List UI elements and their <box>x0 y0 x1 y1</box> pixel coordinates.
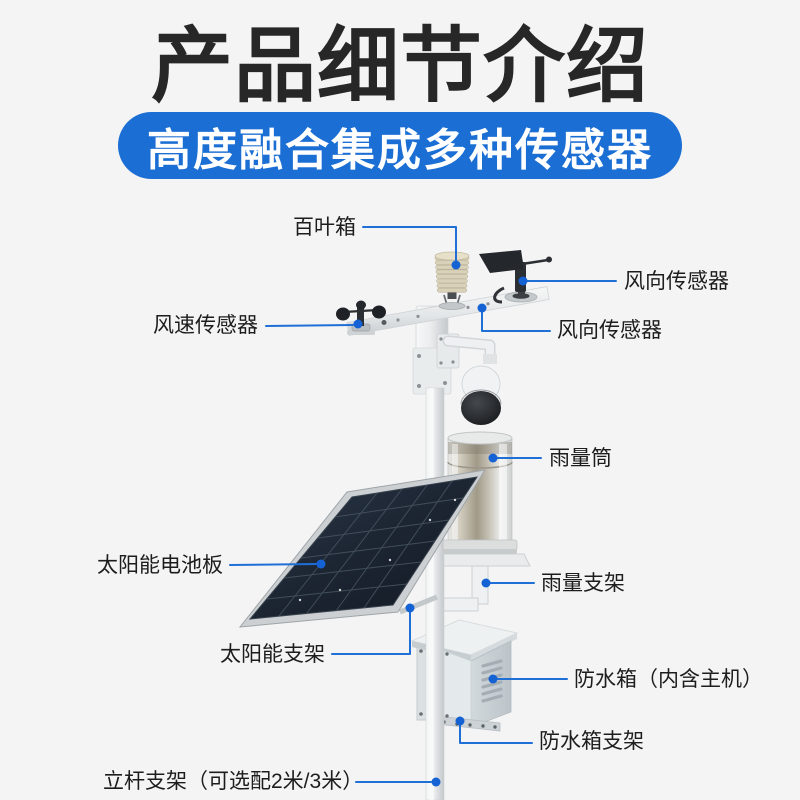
callout-lines <box>229 226 617 783</box>
label-louver-box: 百叶箱 <box>293 216 356 239</box>
subtitle-banner: 高度融合集成多种传感器 <box>118 112 682 179</box>
label-rain-gauge-bracket: 雨量支架 <box>541 572 625 595</box>
page-title: 产品细节介绍 <box>150 20 649 112</box>
solar-panel <box>238 469 486 628</box>
label-waterproof-box-bracket: 防水箱支架 <box>539 730 644 753</box>
label-wind-speed-sensor: 风速传感器 <box>153 314 258 337</box>
label-solar-panel: 太阳能电池板 <box>97 554 223 577</box>
label-rain-gauge: 雨量筒 <box>549 447 612 470</box>
rain-gauge-bracket <box>429 546 531 612</box>
label-wind-direction-sensor-top: 风向传感器 <box>624 270 729 293</box>
label-waterproof-box: 防水箱（内含主机） <box>574 668 763 691</box>
label-solar-bracket: 太阳能支架 <box>220 643 325 666</box>
louver-box <box>434 251 470 310</box>
label-wind-direction-sensor-mid: 风向传感器 <box>557 319 662 342</box>
wind-vane <box>479 250 552 304</box>
label-pole-bracket: 立杆支架（可选配2米/3米） <box>103 770 364 793</box>
callout-dots <box>316 260 528 787</box>
cup-anemometer <box>336 300 386 335</box>
ptz-camera <box>436 333 502 425</box>
